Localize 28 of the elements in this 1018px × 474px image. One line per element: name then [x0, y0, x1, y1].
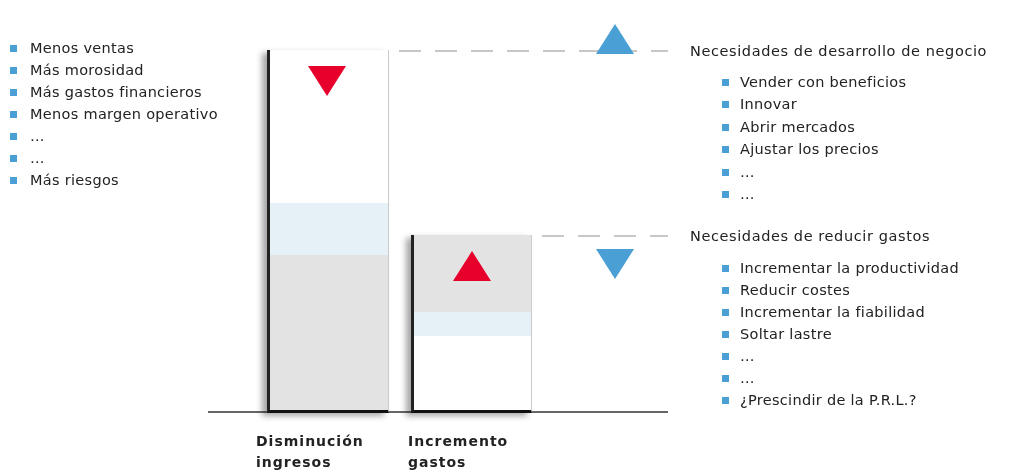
dashed-line	[398, 50, 669, 52]
list-item: Menos ventas	[30, 39, 135, 58]
list-item: …	[740, 162, 755, 182]
dashed-line	[541, 235, 669, 237]
list-item: Abrir mercados	[740, 117, 856, 137]
list-item: Más riesgos	[30, 171, 119, 190]
list-item: Más morosidad	[30, 61, 144, 80]
bar	[267, 50, 389, 413]
list-item: Innovar	[740, 95, 798, 115]
list-item: …	[30, 149, 45, 168]
bar-caption: Disminución ingresos	[256, 432, 365, 472]
list-item: Incrementar la fiabilidad	[740, 303, 925, 322]
list-item: Vender con beneficios	[740, 73, 907, 92]
section-heading: Necesidades de reducir gastos	[690, 226, 931, 246]
list-item: …	[740, 369, 755, 388]
list-item: …	[740, 347, 755, 366]
list-item: Ajustar los precios	[740, 140, 879, 160]
list-item: Incrementar la productividad	[740, 259, 959, 278]
list-item: …	[740, 185, 755, 204]
bar	[411, 235, 532, 413]
list-item: ¿Prescindir de la P.R.L.?	[740, 391, 917, 410]
list-item: Soltar lastre	[740, 325, 832, 344]
section-heading: Necesidades de desarrollo de negocio	[690, 41, 988, 61]
list-item: Más gastos financieros	[30, 83, 202, 102]
list-item: Reducir costes	[740, 281, 851, 300]
list-item: Menos margen operativo	[30, 105, 218, 124]
bar-caption: Incremento gastos	[408, 432, 510, 472]
list-item: …	[30, 127, 45, 146]
